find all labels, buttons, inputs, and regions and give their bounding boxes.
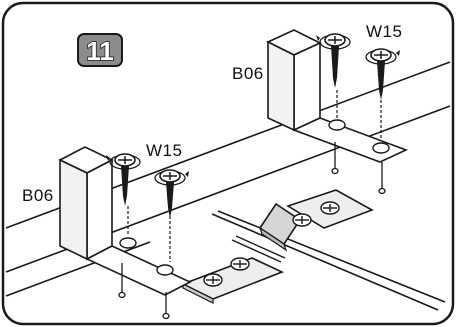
- screw-left-1: [106, 153, 141, 206]
- bracket-right: [266, 29, 409, 195]
- step-badge: 11: [77, 33, 123, 67]
- plate-screw-4: [320, 201, 340, 215]
- step-number: 11: [86, 36, 114, 66]
- screw-right-2: [365, 48, 400, 100]
- screw-right-1: [316, 33, 351, 88]
- screw-left-2: [154, 169, 189, 218]
- plate-screw-1: [203, 273, 223, 287]
- part-label-w15-left: W15: [146, 141, 182, 160]
- bracket-left: [58, 146, 192, 320]
- part-label-b06-right: B06: [232, 64, 264, 83]
- plate-screw-3: [292, 213, 312, 227]
- hinge-plate-right: [258, 189, 374, 252]
- hinge-plate-left: [181, 235, 286, 304]
- part-label-b06-left: B06: [22, 186, 54, 205]
- plate-screw-2: [230, 257, 250, 271]
- part-label-w15-right: W15: [366, 22, 402, 41]
